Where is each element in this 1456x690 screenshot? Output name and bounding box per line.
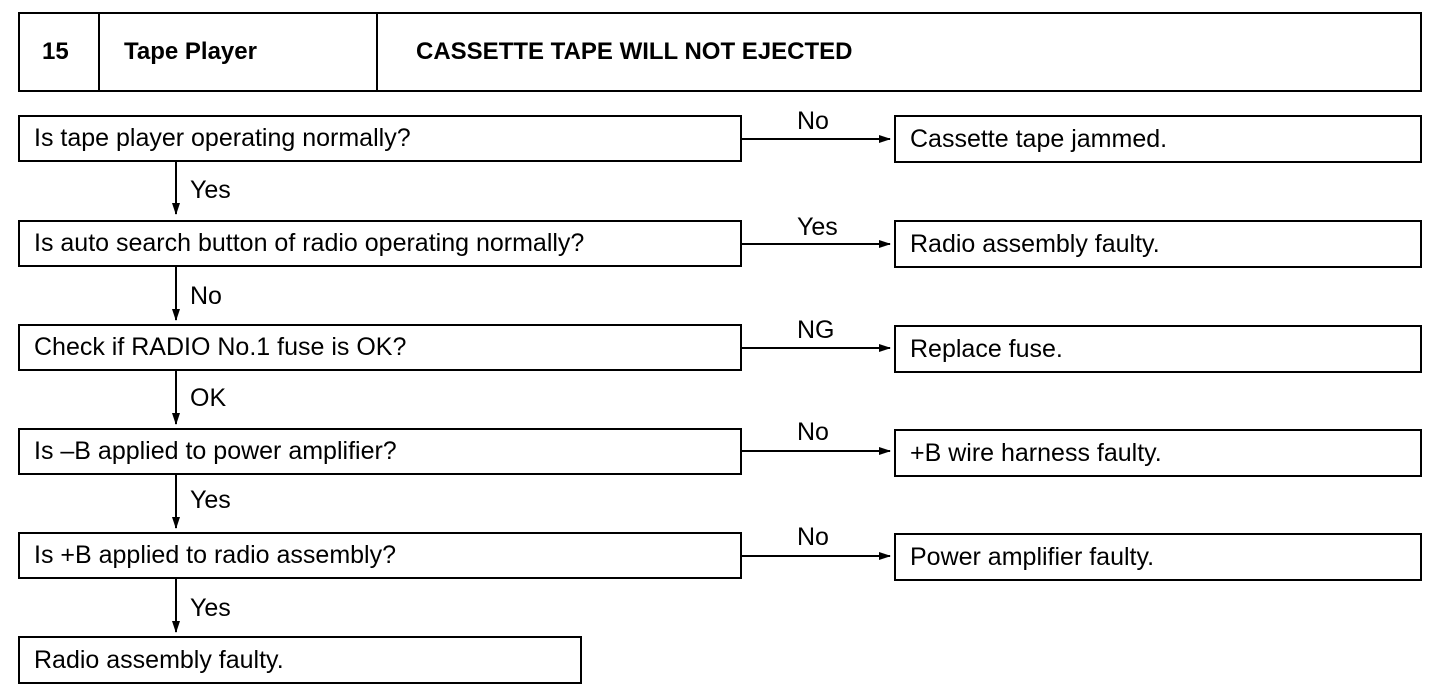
result-box-1: Cassette tape jammed. bbox=[894, 115, 1422, 163]
result-box-4: +B wire harness faulty. bbox=[894, 429, 1422, 477]
header-divider bbox=[98, 14, 100, 90]
final-result-box: Radio assembly faulty. bbox=[18, 636, 582, 684]
down-label-3: OK bbox=[190, 384, 227, 412]
question-box-4: Is –B applied to power amplifier? bbox=[18, 428, 742, 475]
page-title: CASSETTE TAPE WILL NOT EJECTED bbox=[416, 38, 853, 65]
down-label-2: No bbox=[190, 282, 222, 310]
side-label-3: NG bbox=[797, 316, 835, 344]
down-label-5: Yes bbox=[190, 594, 231, 622]
side-label-4: No bbox=[797, 418, 829, 446]
section-name: Tape Player bbox=[124, 38, 257, 65]
down-label-1: Yes bbox=[190, 176, 231, 204]
question-box-3: Check if RADIO No.1 fuse is OK? bbox=[18, 324, 742, 371]
header-bar: 15 Tape Player CASSETTE TAPE WILL NOT EJ… bbox=[18, 12, 1422, 92]
side-label-1: No bbox=[797, 107, 829, 135]
side-label-2: Yes bbox=[797, 213, 838, 241]
down-label-4: Yes bbox=[190, 486, 231, 514]
header-divider bbox=[376, 14, 378, 90]
question-box-5: Is +B applied to radio assembly? bbox=[18, 532, 742, 579]
question-box-2: Is auto search button of radio operating… bbox=[18, 220, 742, 267]
result-box-2: Radio assembly faulty. bbox=[894, 220, 1422, 268]
result-box-5: Power amplifier faulty. bbox=[894, 533, 1422, 581]
result-box-3: Replace fuse. bbox=[894, 325, 1422, 373]
question-box-1: Is tape player operating normally? bbox=[18, 115, 742, 162]
section-number: 15 bbox=[42, 38, 69, 65]
side-label-5: No bbox=[797, 523, 829, 551]
